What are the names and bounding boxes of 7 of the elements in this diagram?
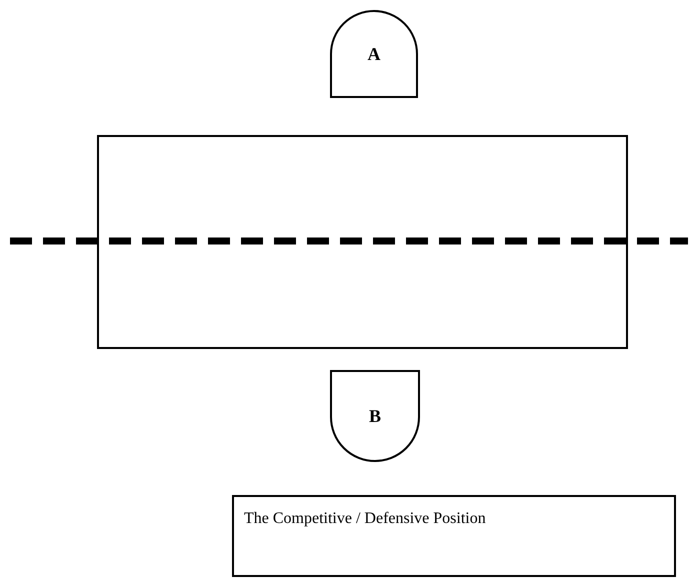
arch-tab [330, 370, 420, 462]
caption-text: The Competitive / Defensive Position [244, 509, 487, 529]
caption-box [232, 495, 676, 577]
tab-letter: A [368, 43, 380, 66]
arch-tab [330, 10, 418, 98]
rectangle-box [97, 135, 628, 349]
tab-letter: B [368, 405, 381, 428]
